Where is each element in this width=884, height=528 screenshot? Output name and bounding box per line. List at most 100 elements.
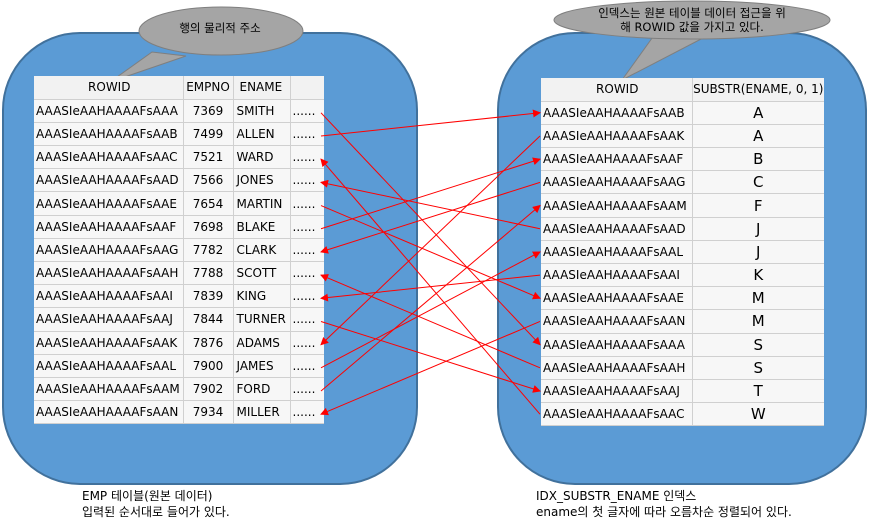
emp-cell-empno: 7839 <box>183 284 234 309</box>
emp-cell-rowid: AAASIeAAHAAAAFsAAK <box>34 331 184 355</box>
emp-cell-ename: ALLEN <box>233 122 291 147</box>
emp-cell-empno: 7788 <box>183 261 234 286</box>
emp-cell-rowid: AAASIeAAHAAAAFsAAD <box>34 168 184 193</box>
emp-cell-address: ...... <box>290 145 324 170</box>
emp-cell-address: ...... <box>290 261 324 286</box>
emp-cell-ename: SMITH <box>233 99 291 123</box>
index-cell-rowid: AAASIeAAHAAAAFsAAK <box>541 124 693 149</box>
emp-cell-ename: SCOTT <box>233 261 291 286</box>
index-cell-key: M <box>692 309 824 334</box>
index-cell-key: T <box>692 379 824 404</box>
index-cell-rowid: AAASIeAAHAAAAFsAAN <box>541 309 693 334</box>
callout-left-bubble <box>109 51 187 83</box>
emp-cell-address: ...... <box>290 284 324 309</box>
callout-right-line2: 해 ROWID 값을 가지고 있다. <box>620 20 764 34</box>
emp-cell-ename: MILLER <box>233 400 291 425</box>
emp-cell-empno: 7499 <box>183 122 234 147</box>
emp-header-empno: EMPNO <box>183 76 234 100</box>
emp-cell-empno: 7698 <box>183 215 234 239</box>
index-cell-rowid: AAASIeAAHAAAAFsAAB <box>541 101 693 125</box>
index-cell-rowid: AAASIeAAHAAAAFsAAA <box>541 333 693 357</box>
emp-cell-rowid: AAASIeAAHAAAAFsAAH <box>34 261 184 286</box>
emp-cell-address: ...... <box>290 238 324 263</box>
caption-left-line1: EMP 테이블(원본 데이터) <box>82 489 213 503</box>
rowid-link-arrow <box>320 112 541 346</box>
emp-cell-rowid: AAASIeAAHAAAAFsAAB <box>34 122 184 147</box>
emp-cell-address: ...... <box>290 354 324 378</box>
index-cell-rowid: AAASIeAAHAAAAFsAAM <box>541 193 693 218</box>
rowid-link-arrow <box>320 251 541 369</box>
emp-cell-rowid: AAASIeAAHAAAAFsAAJ <box>34 307 184 332</box>
caption-right-line2: ename의 첫 글자에 따라 오름차순 정렬되어 있다. <box>536 505 792 519</box>
index-cell-key: S <box>692 356 824 380</box>
index-cell-rowid: AAASIeAAHAAAAFsAAL <box>541 240 693 265</box>
index-cell-key: S <box>692 333 824 357</box>
emp-header-ename: ENAME <box>233 76 291 100</box>
emp-cell-rowid: AAASIeAAHAAAAFsAAM <box>34 377 184 402</box>
caption-right-line1: IDX_SUBSTR_ENAME 인덱스 <box>536 489 697 503</box>
rowid-link-arrow <box>320 320 541 393</box>
rowid-link-arrow <box>320 135 541 346</box>
emp-cell-ename: JONES <box>233 168 291 193</box>
index-cell-rowid: AAASIeAAHAAAAFsAAC <box>541 402 693 427</box>
emp-cell-empno: 7521 <box>183 145 234 170</box>
emp-cell-address: ...... <box>290 400 324 425</box>
emp-cell-address: ...... <box>290 307 324 332</box>
emp-cell-empno: 7782 <box>183 238 234 263</box>
emp-cell-rowid: AAASIeAAHAAAAFsAAA <box>34 99 184 123</box>
index-cell-key: M <box>692 286 824 311</box>
emp-cell-address: ...... <box>290 99 324 123</box>
index-header-key: SUBSTR(ENAME, 0, 1) <box>692 78 824 102</box>
index-cell-rowid: AAASIeAAHAAAAFsAAJ <box>541 379 693 404</box>
index-cell-rowid: AAASIeAAHAAAAFsAAD <box>541 217 693 241</box>
emp-cell-address: ...... <box>290 331 324 355</box>
index-cell-key: J <box>692 240 824 265</box>
index-cell-rowid: AAASIeAAHAAAAFsAAG <box>541 170 693 195</box>
emp-cell-rowid: AAASIeAAHAAAAFsAAN <box>34 400 184 425</box>
callout-right-line1: 인덱스는 원본 테이블 데이터 접근을 위 <box>598 6 786 20</box>
emp-cell-empno: 7934 <box>183 400 234 425</box>
emp-header-rowid: ROWID <box>34 76 184 100</box>
rowid-link-arrow <box>320 179 541 230</box>
callout-right-text: 인덱스는 원본 테이블 데이터 접근을 위 해 ROWID 값을 가지고 있다. <box>572 6 812 34</box>
emp-table-header: ROWID EMPNO ENAME <box>34 76 324 100</box>
index-header-rowid: ROWID <box>541 78 693 102</box>
rowid-link-arrow <box>320 157 541 230</box>
index-cell-rowid: AAASIeAAHAAAAFsAAE <box>541 286 693 311</box>
emp-cell-ename: TURNER <box>233 307 291 332</box>
emp-cell-ename: CLARK <box>233 238 291 263</box>
emp-cell-ename: BLAKE <box>233 215 291 239</box>
emp-cell-ename: ADAMS <box>233 331 291 355</box>
emp-cell-rowid: AAASIeAAHAAAAFsAAG <box>34 238 184 263</box>
rowid-link-arrow <box>320 109 541 137</box>
emp-cell-empno: 7566 <box>183 168 234 193</box>
emp-cell-ename: KING <box>233 284 291 309</box>
index-cell-rowid: AAASIeAAHAAAAFsAAF <box>541 147 693 172</box>
rowid-link-arrow <box>320 321 541 416</box>
callout-left-text: 행의 물리적 주소 <box>150 21 290 35</box>
index-cell-key: C <box>692 170 824 195</box>
emp-cell-empno: 7902 <box>183 377 234 402</box>
callout-right-bubble-body <box>553 0 831 40</box>
emp-cell-address: ...... <box>290 168 324 193</box>
index-cell-key: B <box>692 147 824 172</box>
index-cell-rowid: AAASIeAAHAAAAFsAAI <box>541 263 693 288</box>
index-cell-key: W <box>692 402 824 427</box>
index-cell-key: F <box>692 193 824 218</box>
emp-cell-ename: FORD <box>233 377 291 402</box>
